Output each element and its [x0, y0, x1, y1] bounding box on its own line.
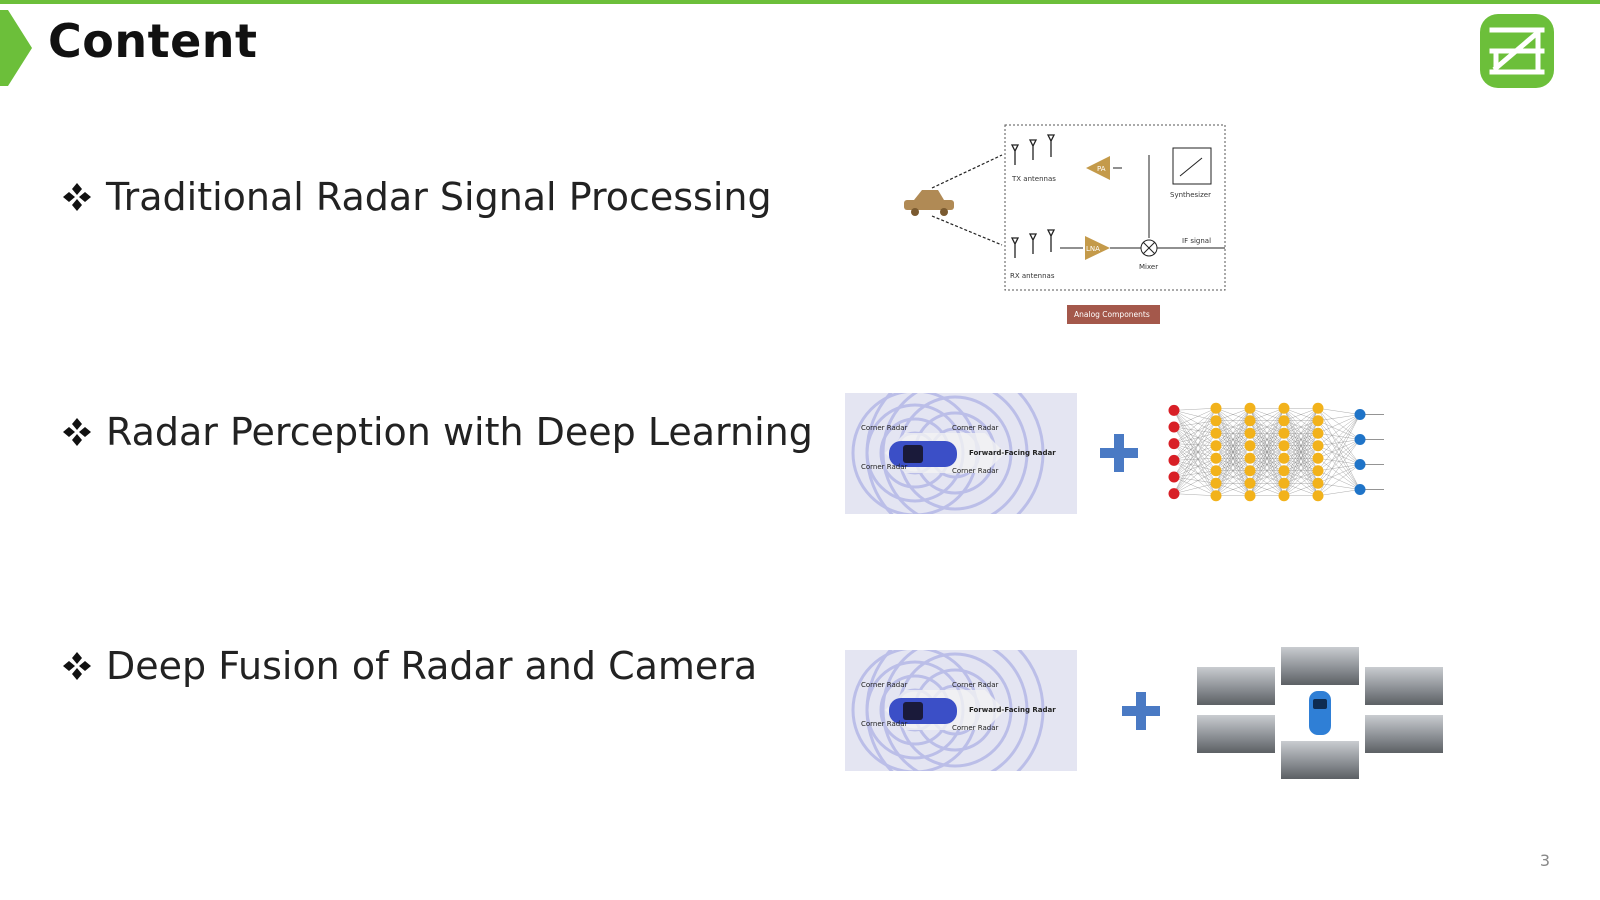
network-node — [1210, 402, 1222, 414]
network-node — [1278, 465, 1290, 477]
corner-radar-label: Corner Radar — [952, 424, 999, 432]
network-node — [1312, 465, 1324, 477]
network-node — [1312, 415, 1324, 427]
network-node — [1168, 488, 1180, 500]
camera-view-back-right — [1365, 715, 1443, 753]
title-chevron-icon — [0, 10, 32, 86]
network-node — [1244, 477, 1256, 489]
corner-radar-label: Corner Radar — [861, 720, 908, 728]
bullet-label: Deep Fusion of Radar and Camera — [106, 644, 758, 688]
corner-radar-label: Corner Radar — [861, 681, 908, 689]
rx-antennas-label: RX antennas — [1010, 272, 1055, 280]
network-node — [1354, 484, 1366, 495]
network-node — [1244, 490, 1256, 502]
four-diamond-bullet-icon — [63, 183, 91, 211]
brand-logo-icon — [1480, 14, 1554, 88]
network-node — [1210, 465, 1222, 477]
forward-radar-label: Forward-Facing Radar — [969, 449, 1056, 457]
camera-view-front-right — [1365, 667, 1443, 705]
top-accent-bar — [0, 0, 1600, 4]
tx-antennas-label: TX antennas — [1011, 175, 1056, 183]
camera-view-back — [1281, 741, 1359, 779]
network-node — [1244, 415, 1256, 427]
network-node — [1168, 471, 1180, 483]
network-node — [1354, 459, 1366, 470]
analog-components-label: Analog Components — [1074, 310, 1150, 319]
network-node — [1312, 452, 1324, 464]
camera-view-front — [1281, 647, 1359, 685]
network-node — [1278, 477, 1290, 489]
network-node — [1312, 477, 1324, 489]
if-signal-label: IF signal — [1182, 237, 1211, 245]
corner-radar-label: Corner Radar — [952, 724, 999, 732]
network-node — [1244, 452, 1256, 464]
corner-radar-label: Corner Radar — [861, 463, 908, 471]
page-number: 3 — [1539, 851, 1550, 870]
pa-label: PA — [1097, 165, 1106, 173]
corner-radar-label: Corner Radar — [952, 467, 999, 475]
neural-network-icon — [1168, 402, 1384, 502]
synthesizer-label: Synthesizer — [1170, 191, 1211, 199]
lna-label: LNA — [1086, 245, 1100, 253]
mixer-label: Mixer — [1139, 263, 1158, 271]
slide-title: Content — [48, 14, 258, 68]
network-node — [1278, 415, 1290, 427]
network-node — [1210, 477, 1222, 489]
rx-antennas-icon — [1010, 229, 1056, 258]
network-node — [1168, 454, 1180, 466]
bullet-label: Radar Perception with Deep Learning — [106, 410, 813, 454]
network-node — [1278, 452, 1290, 464]
network-node — [1312, 440, 1324, 452]
network-node — [1210, 440, 1222, 452]
network-node — [1312, 490, 1324, 502]
network-node — [1244, 465, 1256, 477]
network-node — [1278, 427, 1290, 439]
analog-components-badge — [1067, 305, 1160, 324]
forward-radar-label: Forward-Facing Radar — [969, 706, 1056, 714]
network-node — [1168, 438, 1180, 450]
network-node — [1210, 452, 1222, 464]
bullet-radar-deep-learning: Radar Perception with Deep Learning — [62, 410, 813, 454]
network-node — [1210, 490, 1222, 502]
network-node — [1354, 434, 1366, 445]
network-node — [1278, 490, 1290, 502]
network-node — [1210, 427, 1222, 439]
radar-signal-chain-diagram: TX antennas PA Synthesizer RX antennas L… — [904, 124, 1226, 324]
network-node — [1312, 402, 1324, 414]
plus-icon — [1122, 692, 1160, 730]
radar-car-figure: Corner Radar Corner Radar Corner Radar C… — [845, 393, 1077, 514]
network-node — [1278, 440, 1290, 452]
radar-car-figure: Corner Radar Corner Radar Corner Radar C… — [845, 650, 1077, 771]
four-diamond-bullet-icon — [63, 652, 91, 680]
synthesizer-icon — [1172, 147, 1212, 185]
network-node — [1278, 402, 1290, 414]
plus-icon — [1100, 434, 1138, 472]
pa-amplifier-icon — [1086, 156, 1110, 180]
bullet-traditional-radar: Traditional Radar Signal Processing — [62, 175, 772, 219]
network-node — [1210, 415, 1222, 427]
network-node — [1244, 440, 1256, 452]
corner-radar-label: Corner Radar — [952, 681, 999, 689]
network-node — [1168, 404, 1180, 416]
tx-antennas-icon — [1010, 134, 1056, 165]
camera-view-back-left — [1197, 715, 1275, 753]
bullet-deep-fusion: Deep Fusion of Radar and Camera — [62, 644, 757, 688]
network-node — [1354, 409, 1366, 420]
four-diamond-bullet-icon — [63, 418, 91, 446]
corner-radar-label: Corner Radar — [861, 424, 908, 432]
camera-view-front-left — [1197, 667, 1275, 705]
lna-amplifier-icon — [1085, 236, 1110, 260]
bullet-label: Traditional Radar Signal Processing — [106, 175, 772, 219]
network-node — [1244, 402, 1256, 414]
network-node — [1312, 427, 1324, 439]
ego-car-icon — [1309, 691, 1331, 735]
network-node — [1244, 427, 1256, 439]
car-icon — [904, 190, 954, 216]
surround-camera-views-icon — [1197, 647, 1443, 779]
network-node — [1168, 421, 1180, 433]
